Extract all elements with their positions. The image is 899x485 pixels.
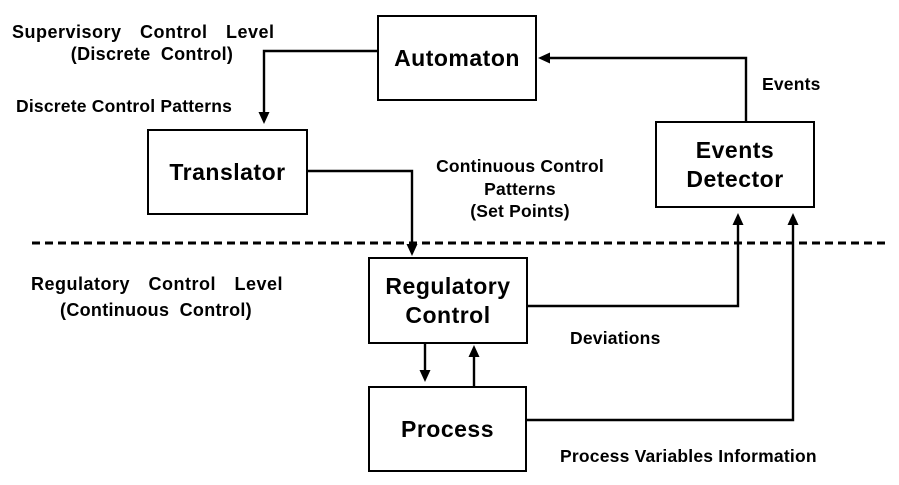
arrow-deviations-to-events-detector: [528, 224, 740, 308]
continuous-control-patterns-line1: Continuous Control: [436, 156, 604, 176]
events-detector-box: Events Detector: [655, 121, 815, 208]
arrow-events-detector-to-automaton: [549, 56, 748, 121]
arrow-translator-to-regulatory-control: [308, 169, 414, 245]
arrow-process-variables-to-events-detector: [527, 224, 795, 422]
arrow-automaton-to-translator: [262, 49, 377, 113]
events-label: Events: [762, 74, 821, 94]
regulatory-control-box-label-line2: Control: [405, 301, 491, 328]
automaton-box-label: Automaton: [394, 44, 520, 71]
continuous-control-patterns-line3: (Set Points): [470, 201, 570, 221]
process-variables-information-label: Process Variables Information: [560, 446, 817, 466]
regulatory-level-title: Regulatory Control Level: [31, 274, 284, 294]
regulatory-control-box-label-line1: Regulatory: [385, 272, 511, 299]
events-detector-box-label-line2: Detector: [686, 165, 784, 192]
continuous-control-patterns-label: Continuous Control Patterns (Set Points): [436, 155, 604, 223]
regulatory-control-box: Regulatory Control: [368, 257, 528, 344]
supervisory-level-subtitle: (Discrete Control): [70, 44, 234, 64]
process-box: Process: [368, 386, 527, 472]
arrowhead-deviations-to-events-detector: [732, 213, 744, 225]
automaton-box: Automaton: [377, 15, 537, 101]
deviations-label: Deviations: [570, 328, 661, 348]
arrowhead-translator-to-regulatory-control: [406, 244, 418, 256]
arrowhead-process-to-regulatory-control: [468, 345, 480, 357]
regulatory-level-subtitle: (Continuous Control): [60, 300, 252, 320]
arrowhead-automaton-to-translator: [258, 112, 270, 124]
events-detector-box-label-line1: Events: [695, 136, 775, 163]
arrowhead-process-variables-to-events-detector: [787, 213, 799, 225]
continuous-control-patterns-line2: Patterns: [484, 178, 556, 199]
discrete-control-patterns-label: Discrete Control Patterns: [16, 96, 233, 116]
supervisory-level-title: Supervisory Control Level: [12, 22, 275, 42]
arrowhead-events-detector-to-automaton: [538, 52, 550, 64]
arrowhead-regulatory-control-to-process: [419, 370, 431, 382]
process-box-label: Process: [400, 415, 494, 442]
translator-box: Translator: [147, 129, 308, 215]
translator-box-label: Translator: [169, 158, 286, 185]
